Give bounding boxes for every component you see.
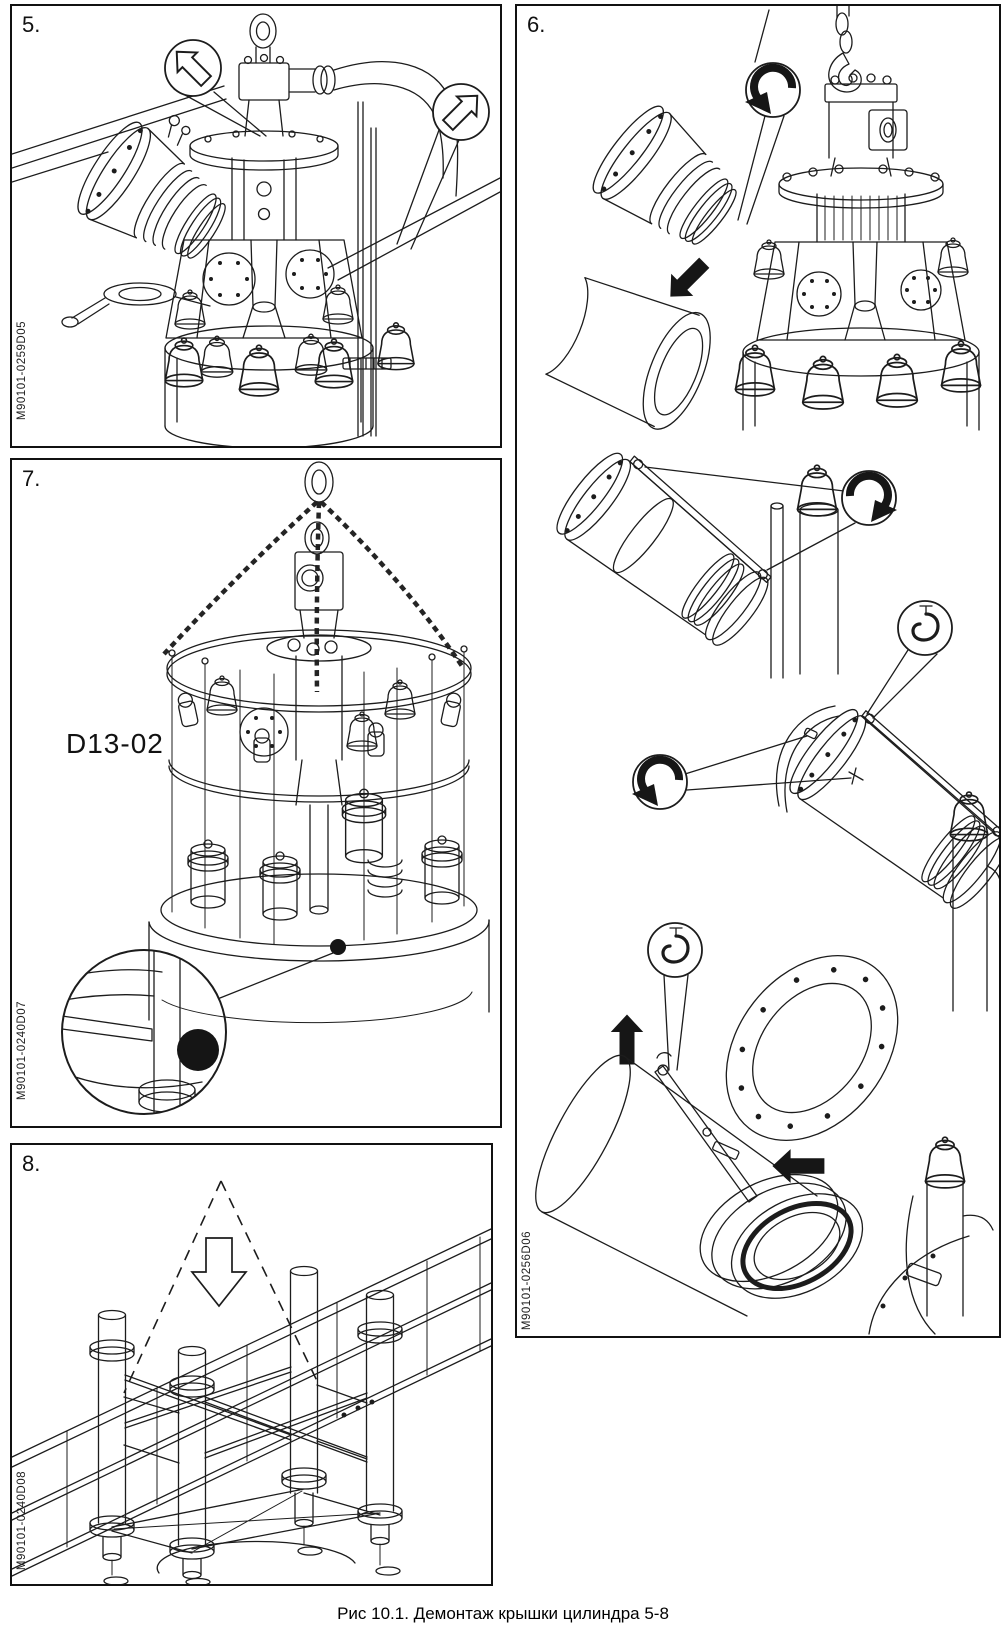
direction-arrow-up-left-icon <box>164 39 222 97</box>
panel-ref-code: M90101-0256D06 <box>521 1230 533 1330</box>
stand-frame-drawing <box>12 1180 491 1584</box>
arrow-down-outline-icon <box>190 1237 248 1308</box>
cover-on-stand-drawing <box>61 461 490 1115</box>
crane-hook-icon <box>828 52 862 93</box>
arrow-up-icon <box>610 1014 644 1065</box>
cylinder-cover-lifting-drawing <box>12 13 500 446</box>
liner-clamp-step-drawing <box>556 452 999 1012</box>
figure-panel-6: 6. M90101-0256D06 <box>515 4 1001 1338</box>
panel-number: 7. <box>22 466 41 491</box>
figure-panel-7: 7. D13-02 M90101-0240D07 <box>10 458 502 1128</box>
detail-marker-dot <box>330 939 346 955</box>
lifting-hook-icon <box>896 599 954 657</box>
arrow-down-left-icon <box>659 251 716 308</box>
liner-lift-out-step-drawing <box>535 921 994 1335</box>
panel-ref-code: M90101-0240D08 <box>16 1470 28 1570</box>
cross-braces-drawing <box>111 1366 381 1554</box>
panel-ref-code: M90101-0259D05 <box>16 320 28 420</box>
figure-panel-8: 8. M90101-0240D08 <box>10 1143 493 1586</box>
lifting-hook-icon <box>646 921 704 979</box>
rotate-arrow-ccw-icon <box>745 63 800 117</box>
rotate-arrow-ccw-icon <box>632 755 687 809</box>
panel-number: 5. <box>22 12 41 37</box>
chain-sling-icon <box>162 500 464 693</box>
panel-number: 6. <box>527 12 546 37</box>
panel-number: 8. <box>22 1151 41 1176</box>
rotate-arrow-cw-icon <box>842 471 897 525</box>
figure-panel-5: 5. M90101-0259D05 <box>10 4 502 448</box>
tool-label: D13-02 <box>66 728 164 759</box>
railing-drawing <box>12 1228 491 1577</box>
figure-caption: Рис 10.1. Демонтаж крышки цилиндра 5-8 <box>337 1604 669 1623</box>
flange-ring-drawing <box>725 954 899 1142</box>
detail-magnifier <box>61 949 227 1115</box>
head-unscrew-step-drawing <box>545 6 982 431</box>
cooler-insert-drawing <box>77 114 226 259</box>
sleeve-drawing <box>545 277 711 430</box>
stand-tubes-drawing <box>89 1265 403 1584</box>
dashed-guides <box>123 1180 319 1394</box>
cylinder-liner-removal-drawing <box>535 6 999 1335</box>
panel-ref-code: M90101-0240D07 <box>16 1000 28 1100</box>
direction-arrow-up-right-icon <box>432 83 490 141</box>
